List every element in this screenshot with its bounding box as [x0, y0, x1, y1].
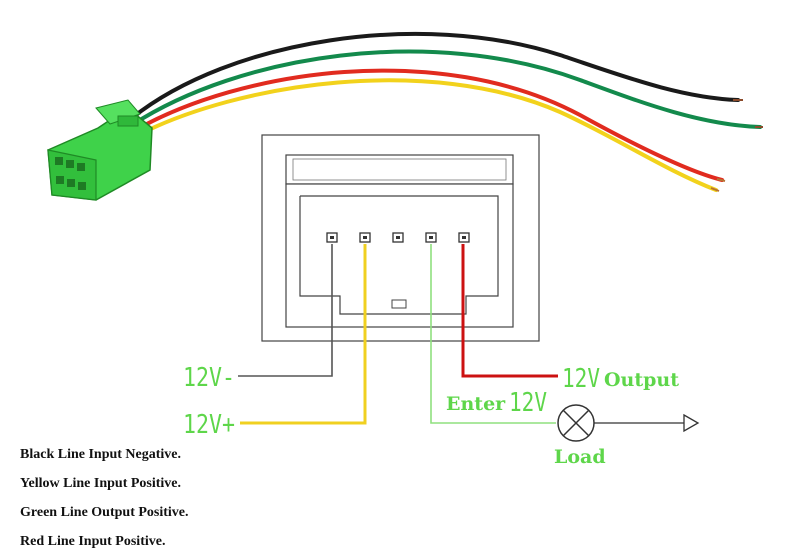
green-line	[430, 244, 556, 424]
lamp-load-icon	[557, 404, 595, 442]
label-enter-word: Enter	[446, 393, 506, 415]
wiring-lines	[238, 244, 558, 425]
yellow-line	[240, 244, 367, 425]
label-12v-positive: 12V+	[183, 410, 235, 440]
wire-legend-notes: Black Line Input Negative. Yellow Line I…	[20, 440, 189, 556]
green-connector-plug	[47, 99, 153, 201]
wire-harness	[47, 31, 763, 201]
black-wire	[130, 31, 740, 120]
arrow-output-icon	[594, 413, 700, 433]
label-12v-negative: 12V-	[183, 363, 235, 393]
label-load: Load	[554, 446, 606, 468]
note-black-line: Black Line Input Negative.	[20, 447, 182, 462]
black-line	[238, 244, 333, 377]
connector-housing	[261, 134, 540, 342]
label-enter-voltage: 12V	[509, 388, 547, 418]
red-line	[461, 244, 558, 378]
note-red-line: Red Line Input Positive.	[20, 534, 166, 549]
label-output-voltage: 12V	[562, 364, 600, 394]
note-green-line: Green Line Output Positive.	[20, 505, 189, 520]
red-wire	[132, 68, 724, 182]
yellow-wire	[132, 78, 718, 192]
label-output-word: Output	[604, 369, 679, 391]
note-yellow-line: Yellow Line Input Positive.	[20, 476, 182, 491]
pins	[326, 232, 470, 243]
green-wire	[130, 49, 762, 129]
